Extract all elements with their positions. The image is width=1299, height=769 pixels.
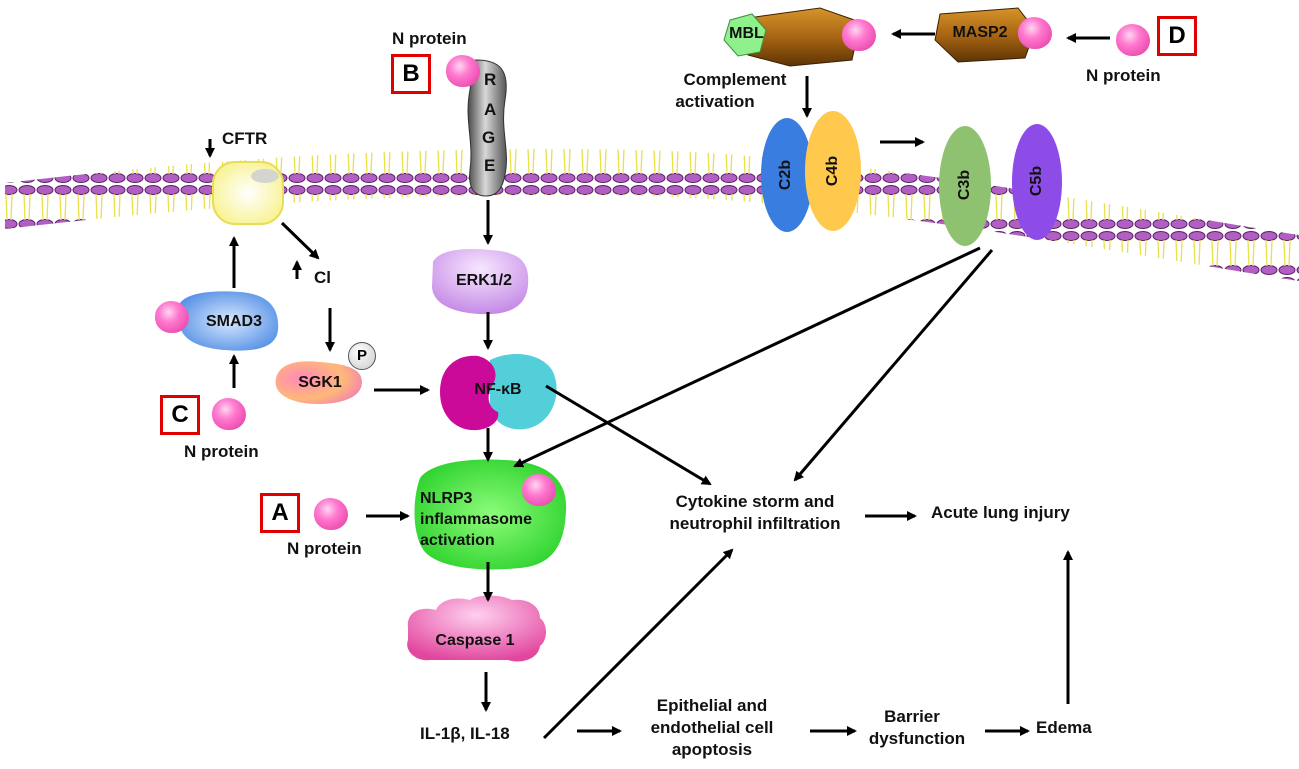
apoptosis-label-2: endothelial cell xyxy=(650,718,774,737)
label-a: A xyxy=(260,493,300,533)
rage-receptor xyxy=(467,59,507,197)
smad3-protein xyxy=(179,291,279,351)
n-protein-icon-d xyxy=(1116,24,1150,56)
arrows xyxy=(205,29,1110,740)
cell-membrane xyxy=(5,149,1299,281)
cftr-label: CFTR xyxy=(222,129,268,148)
apoptosis-label-1: Epithelial and xyxy=(656,696,768,715)
complement-activation-label-2: activation xyxy=(675,92,755,111)
erk-protein xyxy=(432,249,529,315)
mbl-label: MBL xyxy=(729,25,764,42)
cftr-channel xyxy=(212,161,284,225)
complement-activation-label-1: Complement xyxy=(683,70,787,89)
cl-label: Cl xyxy=(314,268,331,287)
n-protein-caption-c: N protein xyxy=(184,442,259,461)
barrier-label-1: Barrier xyxy=(884,707,940,726)
nfkb-protein xyxy=(440,354,557,431)
c2b-label: C2b xyxy=(777,159,794,191)
caspase1-label: Caspase 1 xyxy=(435,632,515,649)
rage-letter-g: G xyxy=(482,128,496,147)
c4b-label: C4b xyxy=(824,155,841,187)
cytokine-storm-label-1: Cytokine storm and xyxy=(675,492,835,511)
nlrp3-label-line2: inflammasome xyxy=(420,511,533,528)
n-protein-caption-d: N protein xyxy=(1086,66,1161,85)
label-d: D xyxy=(1157,16,1197,56)
mbl-masp2-complex xyxy=(723,7,1036,67)
masp2-label: MASP2 xyxy=(952,24,1008,41)
caspase1-protein xyxy=(407,595,546,662)
rage-letter-a: A xyxy=(484,100,497,119)
rage-letter-r: R xyxy=(484,70,497,89)
rage-letter-e: E xyxy=(484,156,496,175)
cytokine-storm-label-2: neutrophil infiltration xyxy=(669,514,841,533)
smad3-label: SMAD3 xyxy=(205,313,262,330)
il-label: IL-1β, IL-18 xyxy=(420,724,510,743)
n-protein-icon-nlrp3 xyxy=(522,474,556,506)
label-b: B xyxy=(391,54,431,94)
acute-lung-injury-label: Acute lung injury xyxy=(931,503,1070,522)
n-protein-icon-a xyxy=(314,498,348,530)
phospho-tag: P xyxy=(348,342,376,370)
sgk1-label: SGK1 xyxy=(298,374,342,391)
edema-label: Edema xyxy=(1036,718,1092,737)
n-protein-caption-b: N protein xyxy=(392,29,467,48)
c5b-label: C5b xyxy=(1028,165,1045,197)
n-protein-icon-c xyxy=(212,398,246,430)
label-c: C xyxy=(160,395,200,435)
c3b-label: C3b xyxy=(956,169,973,201)
n-protein-icon-smad3 xyxy=(155,301,189,333)
n-protein-icon-b xyxy=(446,55,480,87)
nlrp3-label-line1: NLRP3 xyxy=(420,490,473,507)
sgk1-protein xyxy=(275,361,362,404)
complement-proteins xyxy=(761,111,1062,246)
n-protein-icon-mbl xyxy=(842,19,876,51)
nfkb-label: NF-κB xyxy=(474,381,522,398)
erk-label: ERK1/2 xyxy=(455,272,513,289)
n-protein-caption-a: N protein xyxy=(287,539,362,558)
apoptosis-label-3: apoptosis xyxy=(671,740,753,759)
n-protein-icon-d-masp2 xyxy=(1018,17,1052,49)
barrier-label-2: dysfunction xyxy=(868,729,966,748)
nlrp3-label-line3: activation xyxy=(420,532,495,549)
